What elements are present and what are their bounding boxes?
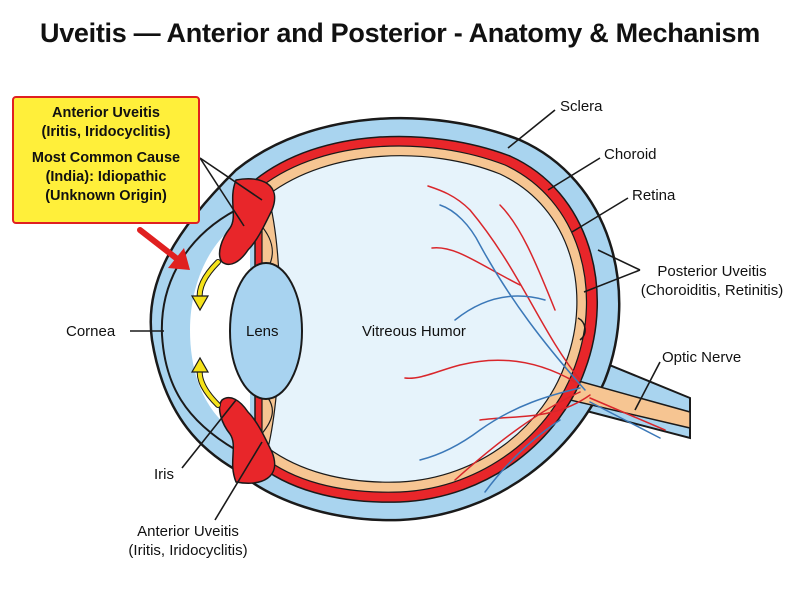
leader-retina xyxy=(571,197,629,233)
vessel-red xyxy=(404,359,581,386)
label-choroid: Choroid xyxy=(604,146,657,163)
vessel-blue xyxy=(439,204,586,391)
label-optic-nerve: Optic Nerve xyxy=(662,349,742,366)
retinal-vessels xyxy=(404,185,666,493)
label-lens: Lens xyxy=(246,323,279,340)
cornea xyxy=(160,209,237,451)
callout-cause-line: (India): Idiopathic xyxy=(45,169,167,185)
leader-callout-lower xyxy=(199,157,245,227)
leader-sclera xyxy=(507,109,556,149)
posterior-uveitis-line: Posterior Uveitis xyxy=(657,263,767,280)
callout-heading-line: (Iritis, Iridocyclitis) xyxy=(41,124,171,140)
vessel-blue xyxy=(589,401,661,439)
callout-cause-line: (Unknown Origin) xyxy=(45,188,167,204)
label-posterior-uveitis: Posterior Uveitis (Choroiditis, Retiniti… xyxy=(628,262,796,300)
iris-upper xyxy=(218,178,276,266)
callout-pointer-arrow-icon xyxy=(137,227,190,270)
flow-arrow-head xyxy=(190,356,210,373)
label-vitreous-humor: Vitreous Humor xyxy=(362,323,466,340)
label-cornea: Cornea xyxy=(66,323,116,340)
page-title: Uveitis — Anterior and Posterior - Anato… xyxy=(40,18,760,48)
vessel-blue xyxy=(454,295,546,321)
leader-callout-upper xyxy=(199,157,263,201)
posterior-uveitis-line: (Choroiditis, Retinitis) xyxy=(640,282,784,299)
label-retina: Retina xyxy=(632,187,676,204)
aqueous-flow-arrows xyxy=(190,259,221,408)
vitreous-humor xyxy=(267,155,578,483)
anterior-uveitis-line: (Iritis, Iridocyclitis) xyxy=(128,542,248,559)
leader-optic-nerve xyxy=(634,361,661,411)
callout-cause-line: Most Common Cause xyxy=(31,150,181,166)
label-iris: Iris xyxy=(154,466,174,483)
vessel-red xyxy=(499,204,556,311)
leader-choroid xyxy=(547,157,601,191)
leader-iris xyxy=(181,399,237,469)
leader-posterior-a xyxy=(597,249,641,271)
leader-posterior-b xyxy=(583,269,641,293)
vessel-red xyxy=(479,394,591,421)
anterior-uveitis-callout: Anterior Uveitis (Iritis, Iridocyclitis)… xyxy=(12,96,200,224)
anterior-uveitis-line: Anterior Uveitis xyxy=(137,523,239,540)
leader-anterior-uveitis xyxy=(214,441,263,521)
vessel-blue xyxy=(419,387,581,461)
lens xyxy=(229,262,303,400)
label-sclera: Sclera xyxy=(560,98,603,115)
leader-lines xyxy=(130,109,661,521)
optic-disc xyxy=(577,317,586,341)
vessel-red xyxy=(454,391,581,481)
flow-arrow-head xyxy=(190,295,210,312)
vessel-red xyxy=(427,185,581,381)
iris-lower xyxy=(218,396,276,484)
label-anterior-uveitis: Anterior Uveitis (Iritis, Iridocyclitis) xyxy=(98,522,278,560)
callout-heading-line: Anterior Uveitis xyxy=(52,105,160,121)
vessel-red xyxy=(589,397,666,431)
vessel-blue xyxy=(484,419,561,493)
vessel-red xyxy=(431,247,521,286)
